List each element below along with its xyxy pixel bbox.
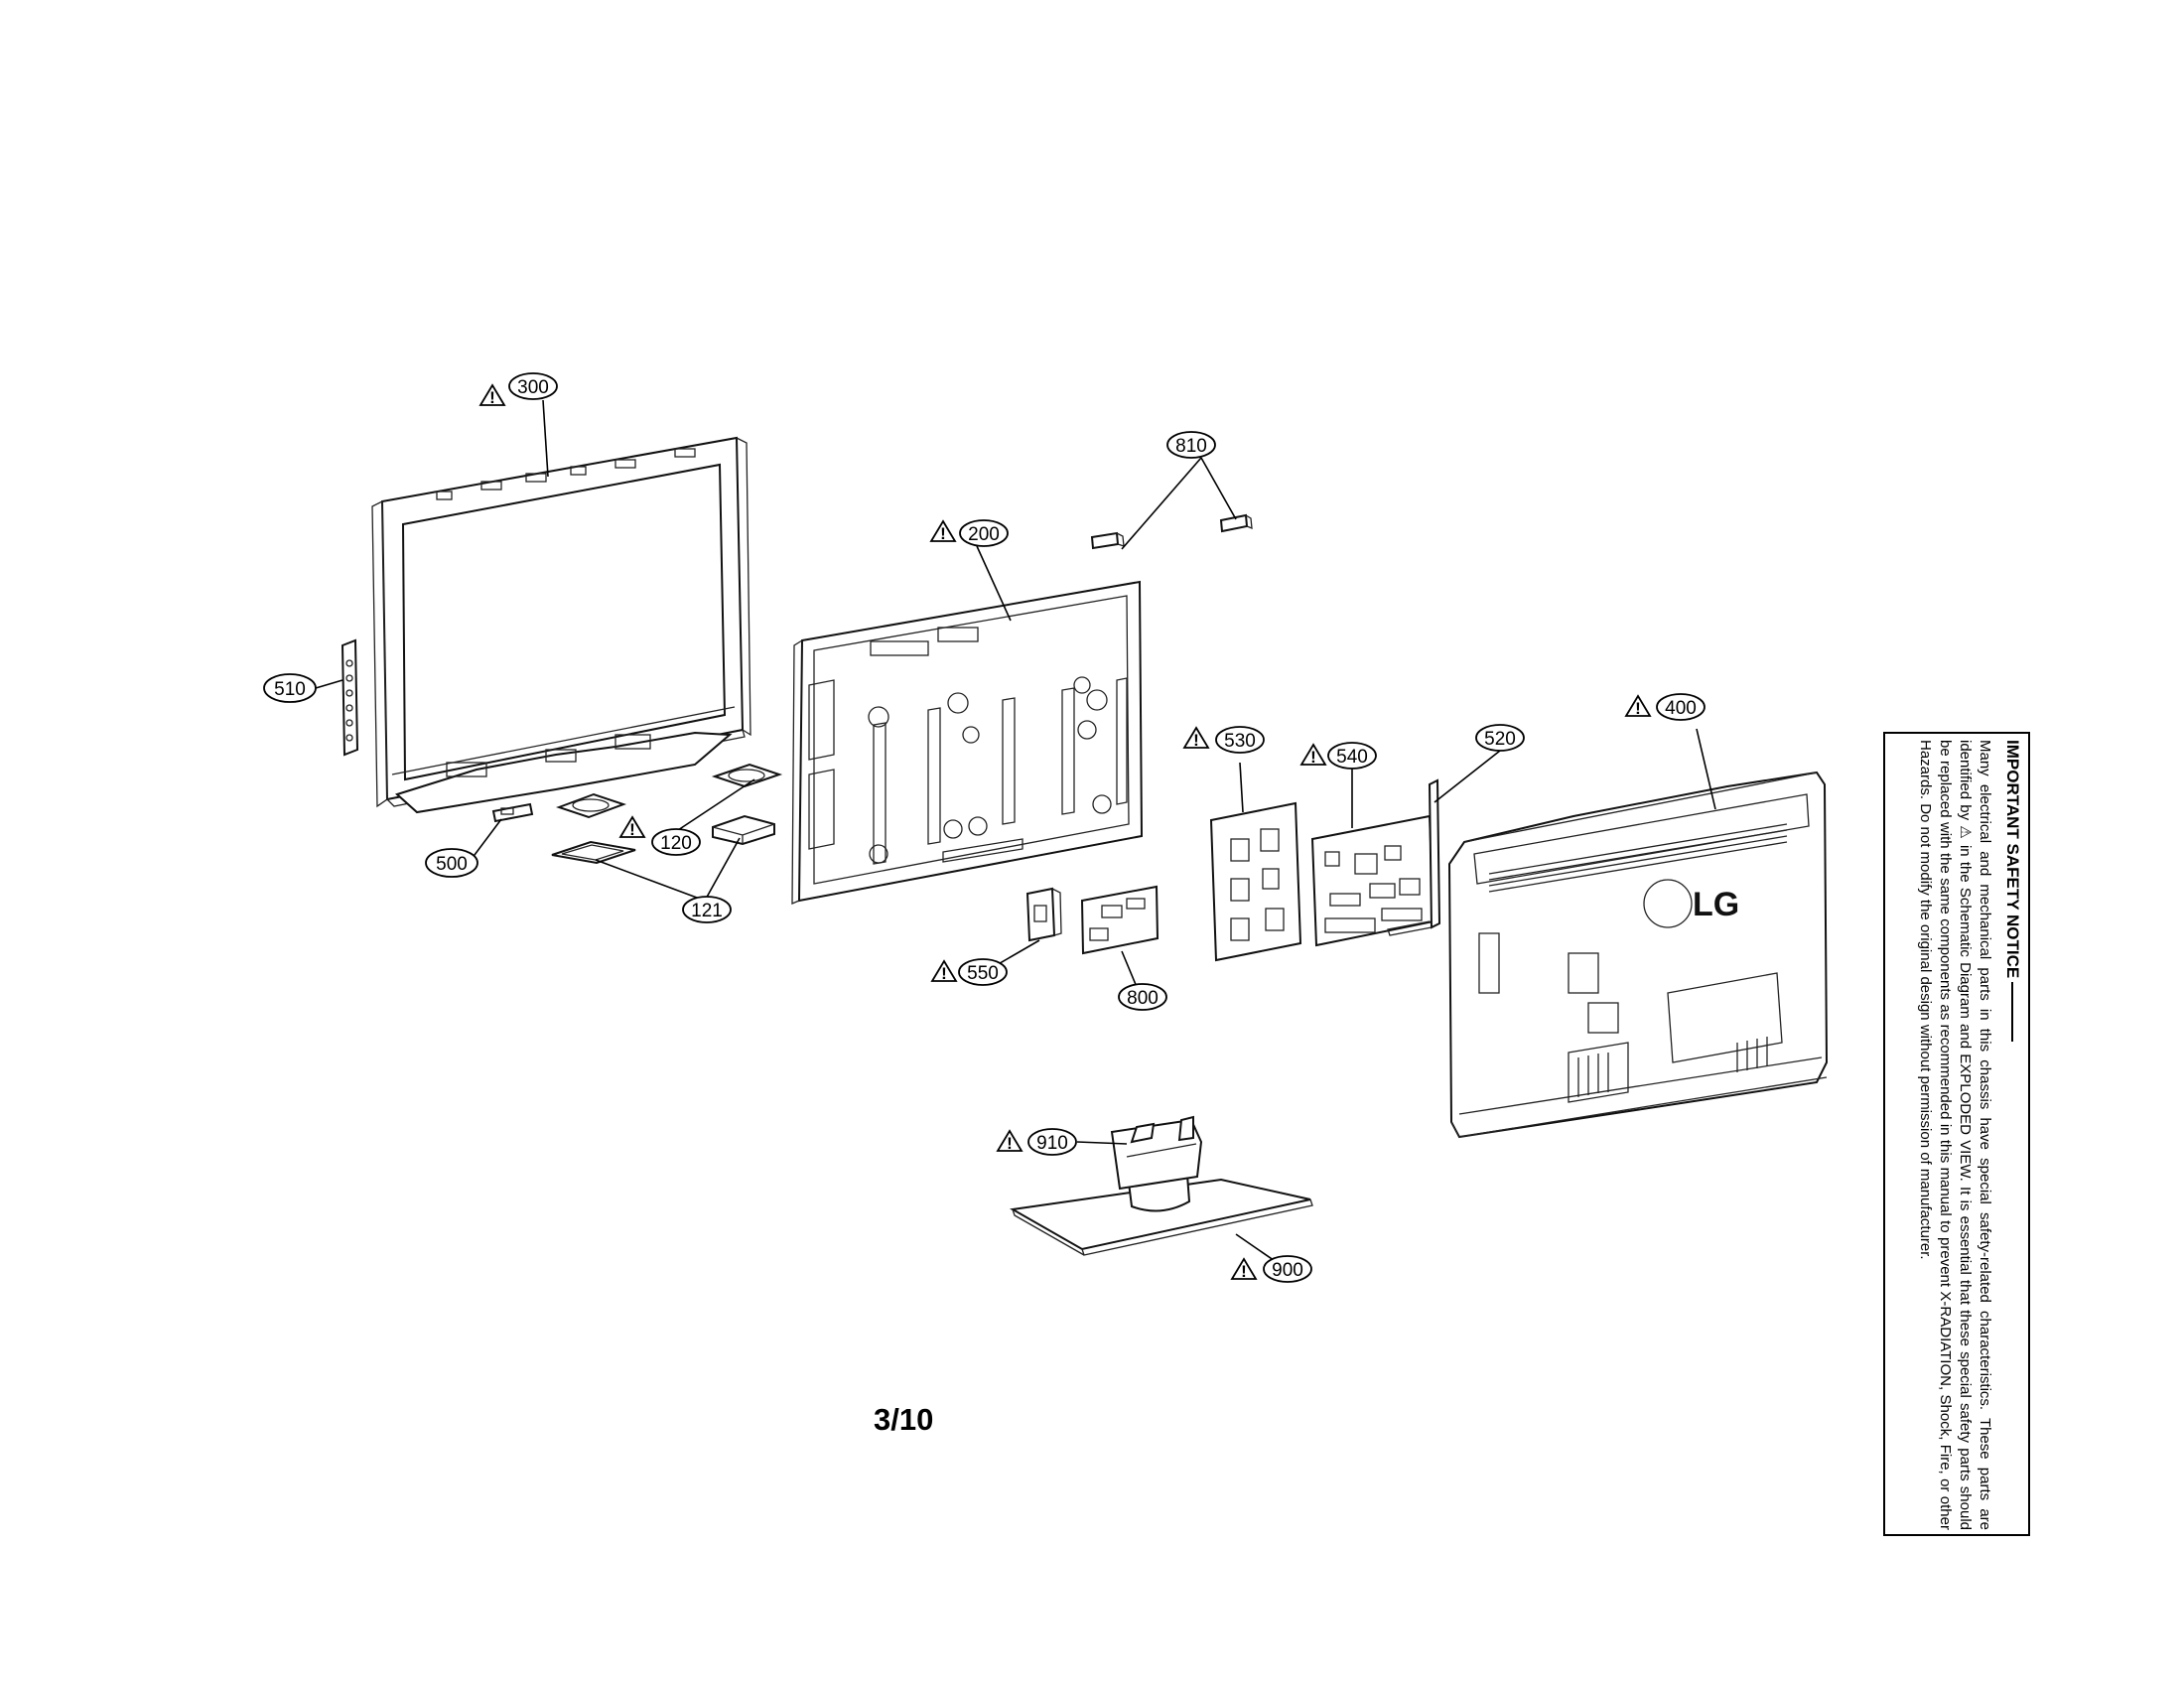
callout-label: 800	[1127, 988, 1159, 1009]
part-540-main-board	[1310, 814, 1435, 947]
safety-notice-title: IMPORTANT SAFETY NOTICE	[2000, 740, 2024, 1530]
callout-510: 510	[263, 673, 317, 703]
callout-label: 300	[517, 377, 549, 398]
callout-530: ! 530	[1182, 726, 1265, 754]
callout-label: 121	[691, 901, 723, 921]
callouts: ! 300 810 ! 200 510 ! 530 ! 540	[263, 372, 1706, 1283]
callout-540: ! 540	[1299, 742, 1377, 770]
callout-550: ! 550	[930, 958, 1008, 986]
callout-910: ! 910	[996, 1128, 1077, 1156]
callout-400: ! 400	[1624, 693, 1706, 721]
part-121-speaker-box	[551, 814, 775, 865]
svg-text:!: !	[489, 388, 495, 407]
svg-text:!: !	[1007, 1134, 1013, 1153]
svg-text:!: !	[1193, 731, 1199, 750]
callout-300: ! 300	[478, 372, 558, 407]
safety-notice-title-text: IMPORTANT SAFETY NOTICE	[2003, 740, 2022, 979]
part-810-bracket	[1090, 513, 1253, 550]
callout-900: ! 900	[1230, 1255, 1312, 1283]
callout-label: 200	[968, 524, 1000, 545]
safety-notice-text: Many electrical and mechanical parts in …	[1917, 740, 1993, 1530]
part-530-power-board	[1209, 801, 1302, 962]
svg-text:!: !	[1635, 699, 1641, 718]
callout-label: 810	[1175, 436, 1207, 457]
svg-text:!: !	[941, 964, 947, 983]
callout-520: 520	[1475, 724, 1525, 752]
part-910-stand-neck	[1110, 1115, 1203, 1212]
callout-800: 800	[1118, 983, 1167, 1011]
part-800-board	[1080, 885, 1160, 955]
page-number: 3/10	[874, 1402, 934, 1437]
callout-label: 550	[967, 963, 999, 984]
callout-500: 500	[425, 848, 478, 878]
lg-logo: LG	[1693, 886, 1739, 923]
callout-label: 900	[1272, 1260, 1303, 1281]
part-200-lcd-module	[791, 580, 1144, 905]
callout-label: 120	[660, 833, 692, 854]
callout-label: 400	[1665, 698, 1697, 719]
callout-120: ! 120	[618, 815, 701, 856]
callout-label: 530	[1224, 731, 1256, 752]
callout-label: 520	[1484, 729, 1516, 750]
callout-label: 500	[436, 854, 468, 875]
callout-label: 510	[274, 679, 306, 700]
callout-810: 810	[1166, 431, 1216, 459]
callout-label: 910	[1036, 1133, 1068, 1154]
part-510-key-button	[341, 638, 359, 757]
leader-lines	[315, 399, 1716, 1266]
part-120-speaker	[555, 763, 783, 819]
part-500-ir-board	[491, 802, 534, 823]
callout-label: 540	[1336, 747, 1368, 768]
svg-text:!: !	[1310, 748, 1316, 767]
part-550-switch	[1025, 887, 1062, 942]
part-520-terminal	[1387, 778, 1441, 936]
callout-200: ! 200	[929, 519, 1009, 547]
safety-notice-content: IMPORTANT SAFETY NOTICE Many electrical …	[1889, 740, 2024, 1530]
callout-121: 121	[682, 896, 732, 923]
part-400-back-cover: LG	[1447, 771, 1829, 1139]
safety-notice-box: IMPORTANT SAFETY NOTICE Many electrical …	[1883, 732, 2030, 1536]
svg-text:!: !	[940, 524, 946, 543]
svg-text:!: !	[629, 820, 635, 839]
part-300-front-cabinet	[371, 436, 751, 814]
svg-text:!: !	[1241, 1262, 1247, 1281]
